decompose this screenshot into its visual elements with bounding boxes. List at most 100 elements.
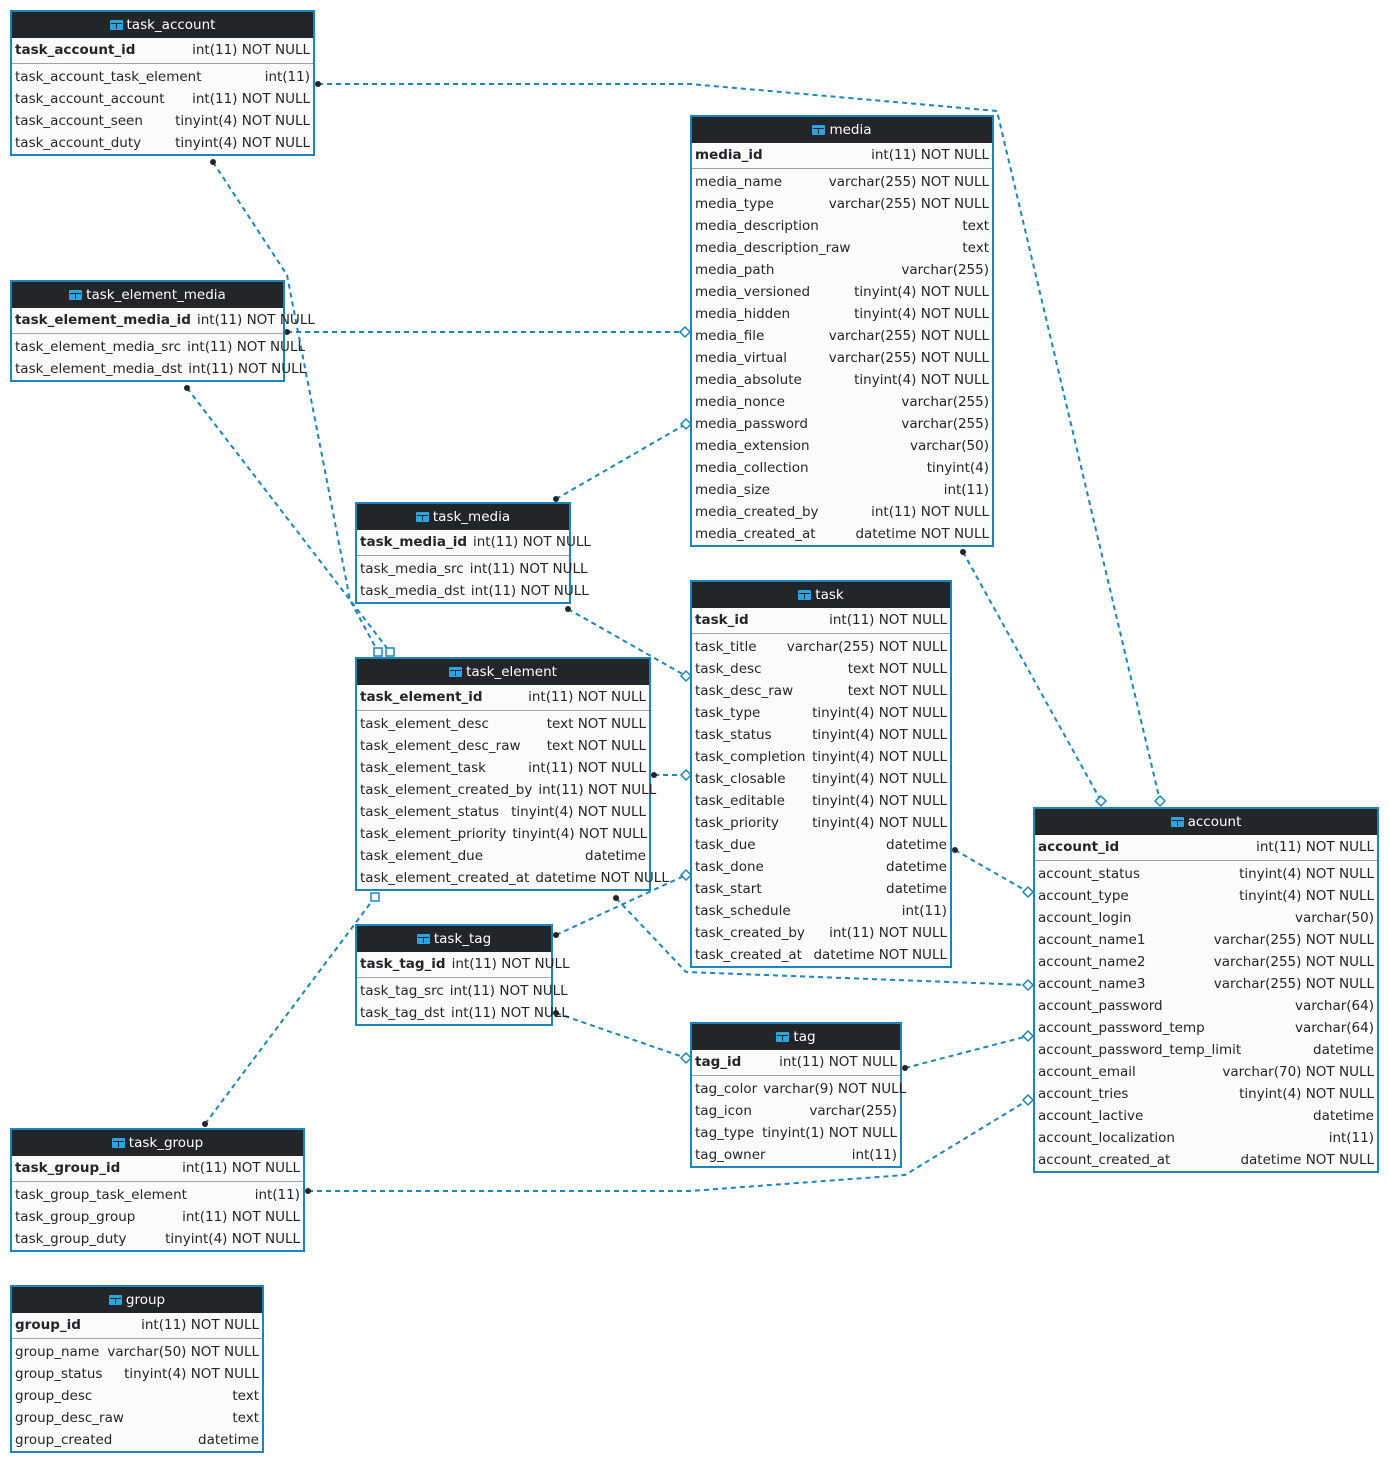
table-header[interactable]: task_tag: [357, 926, 551, 952]
table-header[interactable]: media: [692, 117, 992, 143]
table-header[interactable]: task: [692, 582, 950, 608]
table-header[interactable]: task_element: [357, 659, 649, 685]
table-header[interactable]: tag: [692, 1024, 900, 1050]
table-header[interactable]: task_group: [12, 1130, 303, 1156]
table-header[interactable]: account: [1035, 809, 1377, 835]
table-header[interactable]: task_media: [357, 504, 569, 530]
table-header[interactable]: task_element_media: [12, 282, 283, 308]
table-header[interactable]: group: [12, 1287, 262, 1313]
table-header[interactable]: task_account: [12, 12, 313, 38]
